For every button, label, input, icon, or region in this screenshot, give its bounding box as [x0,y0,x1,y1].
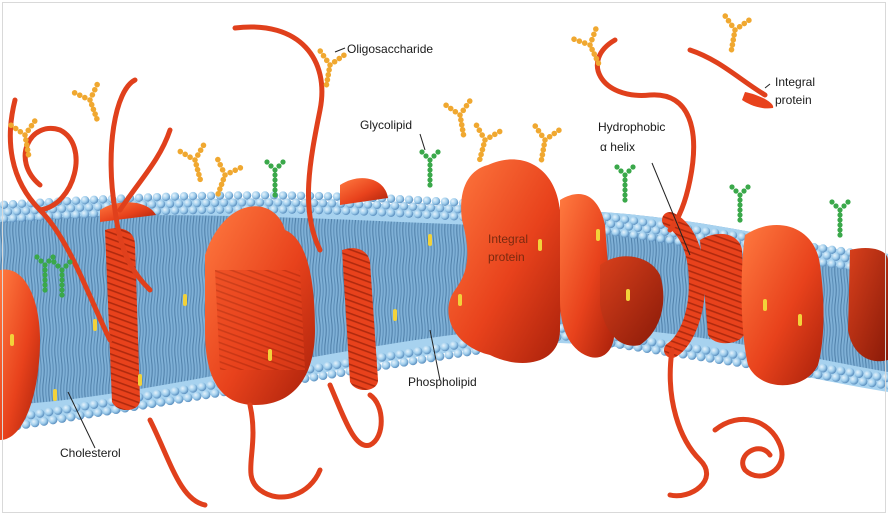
label-cholesterol: Cholesterol [60,446,121,460]
label-hydrophobic-2: α helix [600,140,635,154]
label-oligosaccharide: Oligosaccharide [347,42,433,56]
label-phospholipid: Phospholipid [408,375,477,389]
label-hydrophobic-1: Hydrophobic [598,120,665,134]
label-integral-protein-mid-1: Integral [488,232,528,246]
label-glycolipid: Glycolipid [360,118,412,132]
label-integral-protein-mid-2: protein [488,250,525,264]
label-integral-protein-top-1: Integral [775,75,815,89]
integral-protein-tip[interactable] [742,92,773,108]
label-integral-protein-top-2: protein [775,93,812,107]
